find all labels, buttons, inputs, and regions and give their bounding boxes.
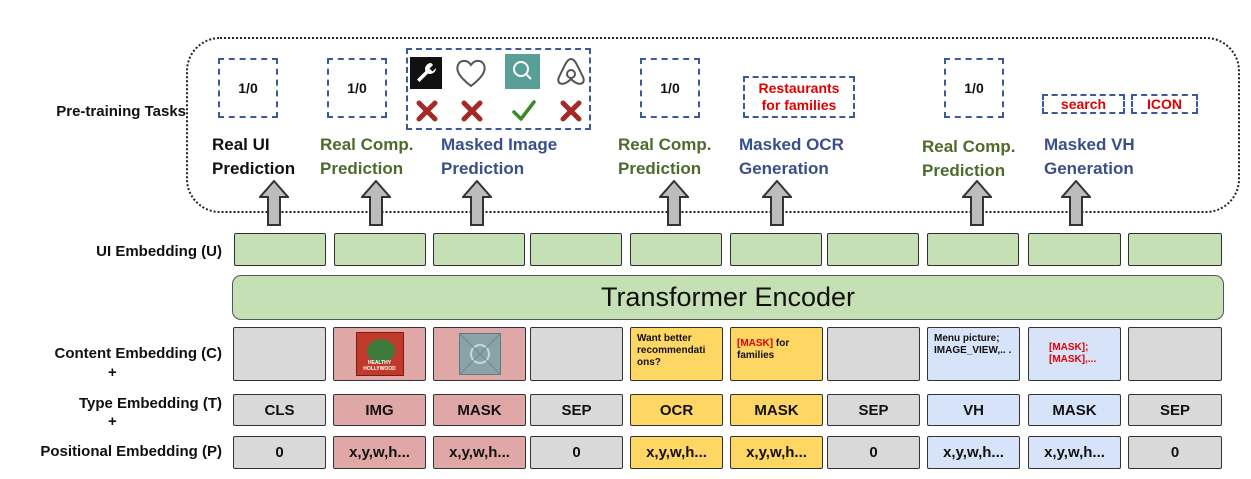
type-cell-mask: MASK — [1028, 394, 1121, 426]
position-cell: x,y,w,h... — [433, 436, 526, 469]
position-cell: x,y,w,h... — [630, 436, 723, 469]
label-positional-embedding: Positional Embedding (P) — [40, 443, 222, 460]
plus-sign-2: + — [108, 413, 117, 430]
content-cell-masked-img — [433, 327, 526, 381]
content-cell-vh: Menu picture; IMAGE_VIEW,.. . — [927, 327, 1020, 381]
cross-icon — [416, 100, 438, 122]
thumbnail-text-1: HEALTHY — [367, 360, 392, 366]
vh-search-output-box: search — [1042, 94, 1125, 114]
thumbnail-graphic — [366, 339, 395, 363]
cross-icon — [461, 100, 483, 122]
content-cell-ocr: Want better recommendati ons? — [630, 327, 723, 381]
position-cell: x,y,w,h... — [1028, 436, 1121, 469]
ocr-output-line-2: for families — [761, 97, 837, 113]
real-comp-output-box-3: 1/0 — [944, 58, 1004, 118]
ui-embedding-cell — [530, 233, 622, 266]
position-cell: x,y,w,h... — [927, 436, 1020, 469]
content-cell-sep — [530, 327, 623, 381]
checkmark-icon — [511, 98, 537, 124]
up-arrow-icon — [962, 180, 992, 226]
position-cell: 0 — [1128, 436, 1222, 469]
position-cell: 0 — [233, 436, 326, 469]
ui-embedding-cell — [334, 233, 426, 266]
content-cell-masked-ocr: [MASK] for families — [730, 327, 823, 381]
content-cell-sep — [827, 327, 920, 381]
type-cell-mask: MASK — [433, 394, 526, 426]
ui-embedding-cell — [234, 233, 326, 266]
content-cell-cls — [233, 327, 326, 381]
real-comp-output-box-2: 1/0 — [640, 58, 700, 118]
task-masked-ocr-generation: Masked OCR Generation — [739, 135, 844, 178]
type-cell-mask: MASK — [730, 394, 823, 426]
task-masked-image-prediction: Masked Image Prediction — [441, 135, 558, 178]
type-cell-ocr: OCR — [630, 394, 723, 426]
label-content-embedding: Content Embedding (C) — [54, 345, 222, 362]
ui-embedding-cell — [730, 233, 822, 266]
ocr-mask-rest: for families — [737, 338, 790, 361]
up-arrow-icon — [259, 180, 289, 226]
up-arrow-icon — [462, 180, 492, 226]
vh-icon-output-box: ICON — [1131, 94, 1198, 114]
masked-ocr-output-box: Restaurants for families — [743, 76, 855, 118]
type-cell-sep: SEP — [827, 394, 920, 426]
search-icon — [505, 54, 540, 89]
task-real-comp-prediction-1: Real Comp. Prediction — [320, 135, 414, 178]
position-cell: x,y,w,h... — [730, 436, 823, 469]
task-real-ui-prediction: Real UI Prediction — [212, 135, 296, 178]
up-arrow-icon — [1061, 180, 1091, 226]
task-real-comp-prediction-2: Real Comp. Prediction — [618, 135, 712, 178]
real-ui-output-box: 1/0 — [218, 58, 278, 118]
type-cell-sep: SEP — [1128, 394, 1222, 426]
type-cell-sep: SEP — [530, 394, 623, 426]
transformer-encoder: Transformer Encoder — [232, 275, 1224, 320]
type-cell-cls: CLS — [233, 394, 326, 426]
ui-embedding-cell — [630, 233, 722, 266]
magazine-thumbnail: HEALTHY HOLLYWOOD — [355, 332, 404, 376]
up-arrow-icon — [659, 180, 689, 226]
ocr-output-line-1: Restaurants — [758, 80, 840, 96]
task-masked-vh-generation: Masked VH Generation — [1044, 135, 1135, 178]
label-ui-embedding: UI Embedding (U) — [96, 243, 222, 260]
cross-icon — [560, 100, 582, 122]
task-real-comp-prediction-3: Real Comp. Prediction — [922, 137, 1016, 180]
content-cell-sep — [1128, 327, 1222, 381]
type-cell-vh: VH — [927, 394, 1020, 426]
label-pretraining-tasks: Pre-training Tasks — [56, 103, 186, 120]
masked-image-thumbnail — [458, 333, 501, 375]
position-cell: 0 — [827, 436, 920, 469]
masked-image-icons-box — [406, 48, 591, 130]
real-comp-output-box-1: 1/0 — [327, 58, 387, 118]
ui-embedding-cell — [827, 233, 919, 266]
ui-embedding-cell — [433, 233, 525, 266]
ui-embedding-cell — [1028, 233, 1121, 266]
pretraining-tasks-container — [186, 37, 1240, 213]
position-cell: x,y,w,h... — [333, 436, 426, 469]
up-arrow-icon — [762, 180, 792, 226]
content-cell-img: HEALTHY HOLLYWOOD — [333, 327, 426, 381]
plus-sign-1: + — [108, 364, 117, 381]
ui-embedding-cell — [1128, 233, 1222, 266]
position-cell: 0 — [530, 436, 623, 469]
thumbnail-text-2: HOLLYWOOD — [363, 366, 396, 372]
airbnb-icon — [554, 55, 588, 89]
content-cell-masked-vh: [MASK]; [MASK],... — [1028, 327, 1121, 381]
ocr-mask-token: [MASK] — [737, 338, 774, 349]
ui-embedding-cell — [927, 233, 1019, 266]
type-cell-img: IMG — [333, 394, 426, 426]
label-type-embedding: Type Embedding (T) — [78, 395, 222, 412]
heart-icon — [454, 57, 488, 89]
wrench-icon — [410, 57, 442, 89]
up-arrow-icon — [361, 180, 391, 226]
